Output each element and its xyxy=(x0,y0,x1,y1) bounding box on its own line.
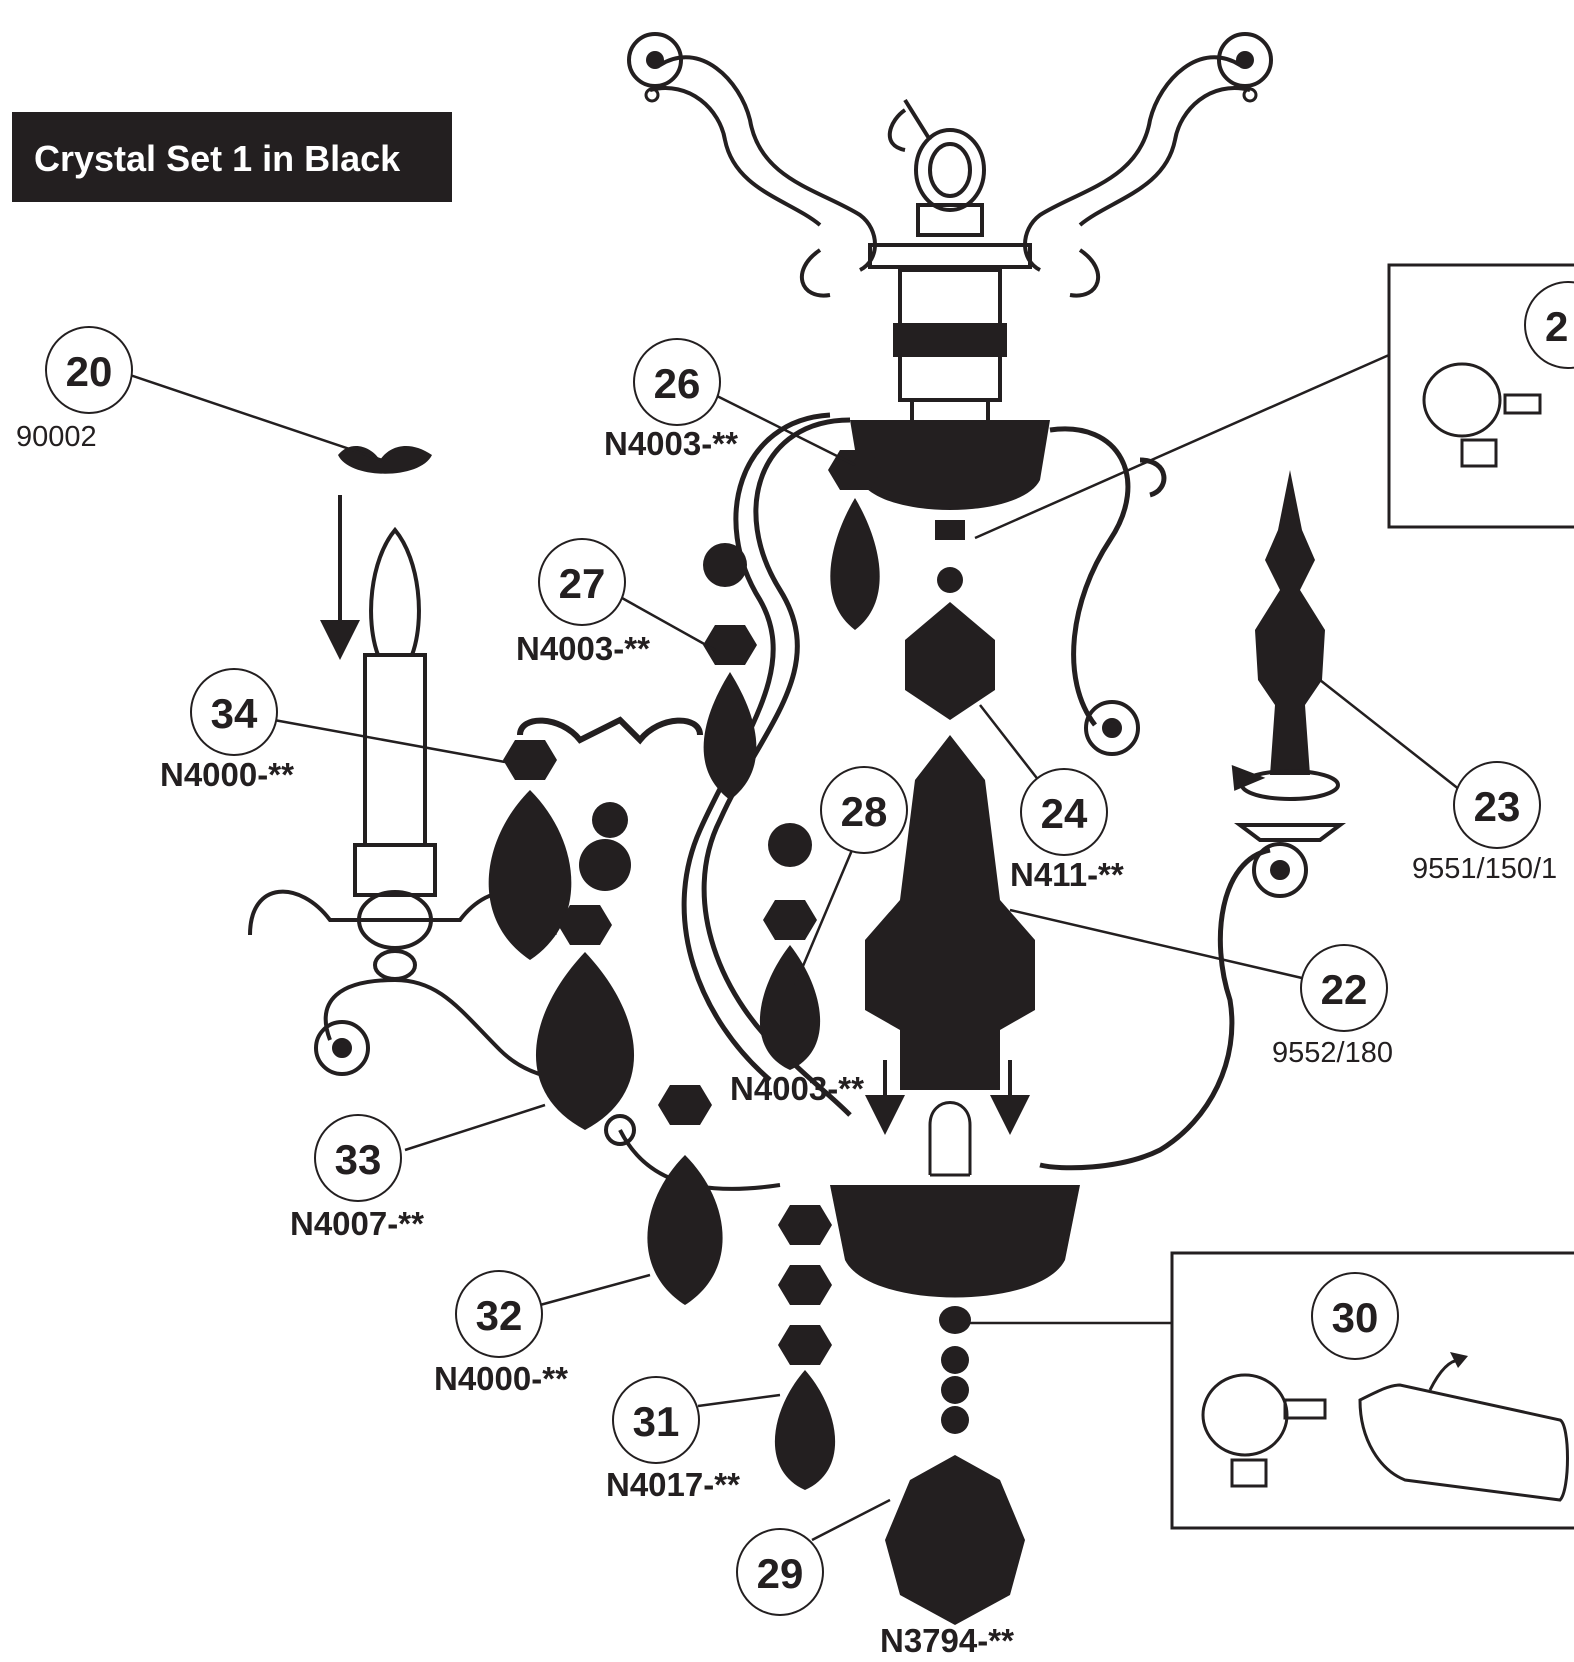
callout-number: 27 xyxy=(559,560,606,607)
part-code: N4003-** xyxy=(516,630,650,667)
callout-24: 24 N411-** xyxy=(1010,768,1124,893)
rotate-arrow-icon xyxy=(1231,764,1340,801)
callout-29: 29 xyxy=(736,1528,824,1616)
part-code: N4003-** xyxy=(604,425,738,462)
canopy-arms xyxy=(649,55,1251,298)
part-code: 90002 xyxy=(16,421,97,453)
callout-number: 2 xyxy=(1545,303,1568,350)
callout-number: 23 xyxy=(1474,783,1521,830)
callout-number: 22 xyxy=(1321,966,1368,1013)
callout-number: 31 xyxy=(633,1398,680,1445)
callout-30: 30 xyxy=(1311,1272,1399,1360)
callout-number: 24 xyxy=(1041,790,1088,837)
callout-31: 31 N4017-** xyxy=(606,1376,740,1503)
part-code: 9552/180 xyxy=(1272,1037,1393,1069)
callout-22: 22 9552/180 xyxy=(1272,944,1393,1069)
part-code: N411-** xyxy=(1010,856,1124,893)
flower-rosette-icon xyxy=(314,700,1308,1146)
finial-base-plate xyxy=(1234,823,1346,842)
callout-21-partial: 2 xyxy=(1524,281,1574,369)
part-code: N4007-** xyxy=(290,1205,424,1242)
callout-number: 28 xyxy=(841,788,888,835)
bottom-part-code: N3794-** xyxy=(880,1622,1014,1659)
lower-bowl xyxy=(830,1185,1080,1625)
part-code: N4000-** xyxy=(434,1360,568,1397)
lamp-bulb-icon xyxy=(928,1101,972,1177)
part-code: N4017-** xyxy=(606,1466,740,1503)
flower-rosette-icon xyxy=(627,32,1273,103)
callout-number: 32 xyxy=(476,1292,523,1339)
title-banner: Crystal Set 1 in Black xyxy=(12,112,452,202)
callout-number: 26 xyxy=(654,360,701,407)
callout-28: 28 N4003-** xyxy=(730,766,908,1107)
diagram-title: Crystal Set 1 in Black xyxy=(34,138,401,179)
callout-number: 20 xyxy=(66,348,113,395)
leader-lines xyxy=(129,353,1461,1542)
candle-bulb xyxy=(353,526,437,981)
part-code: N4000-** xyxy=(160,756,294,793)
callout-27: 27 N4003-** xyxy=(516,538,650,667)
center-spire xyxy=(865,735,1035,1090)
callout-number: 33 xyxy=(335,1136,382,1183)
callout-number: 29 xyxy=(757,1550,804,1597)
finial-spire xyxy=(1255,470,1325,775)
callout-32: 32 N4000-** xyxy=(434,1270,568,1397)
callout-number: 34 xyxy=(211,690,258,737)
crystal-drops xyxy=(488,450,882,1490)
callout-number: 30 xyxy=(1332,1294,1379,1341)
part-code: N4003-** xyxy=(730,1070,864,1107)
callout-34: 34 N4000-** xyxy=(160,668,294,793)
callout-26: 26 N4003-** xyxy=(604,338,738,462)
callout-23: 23 9551/150/1 xyxy=(1412,761,1557,885)
ceiling-loop-and-stem xyxy=(868,98,1032,432)
callout-20: 20 90002 xyxy=(16,326,133,453)
part-code: 9551/150/1 xyxy=(1412,853,1557,885)
upper-bowl xyxy=(850,420,1050,720)
callout-33: 33 N4007-** xyxy=(290,1114,424,1242)
